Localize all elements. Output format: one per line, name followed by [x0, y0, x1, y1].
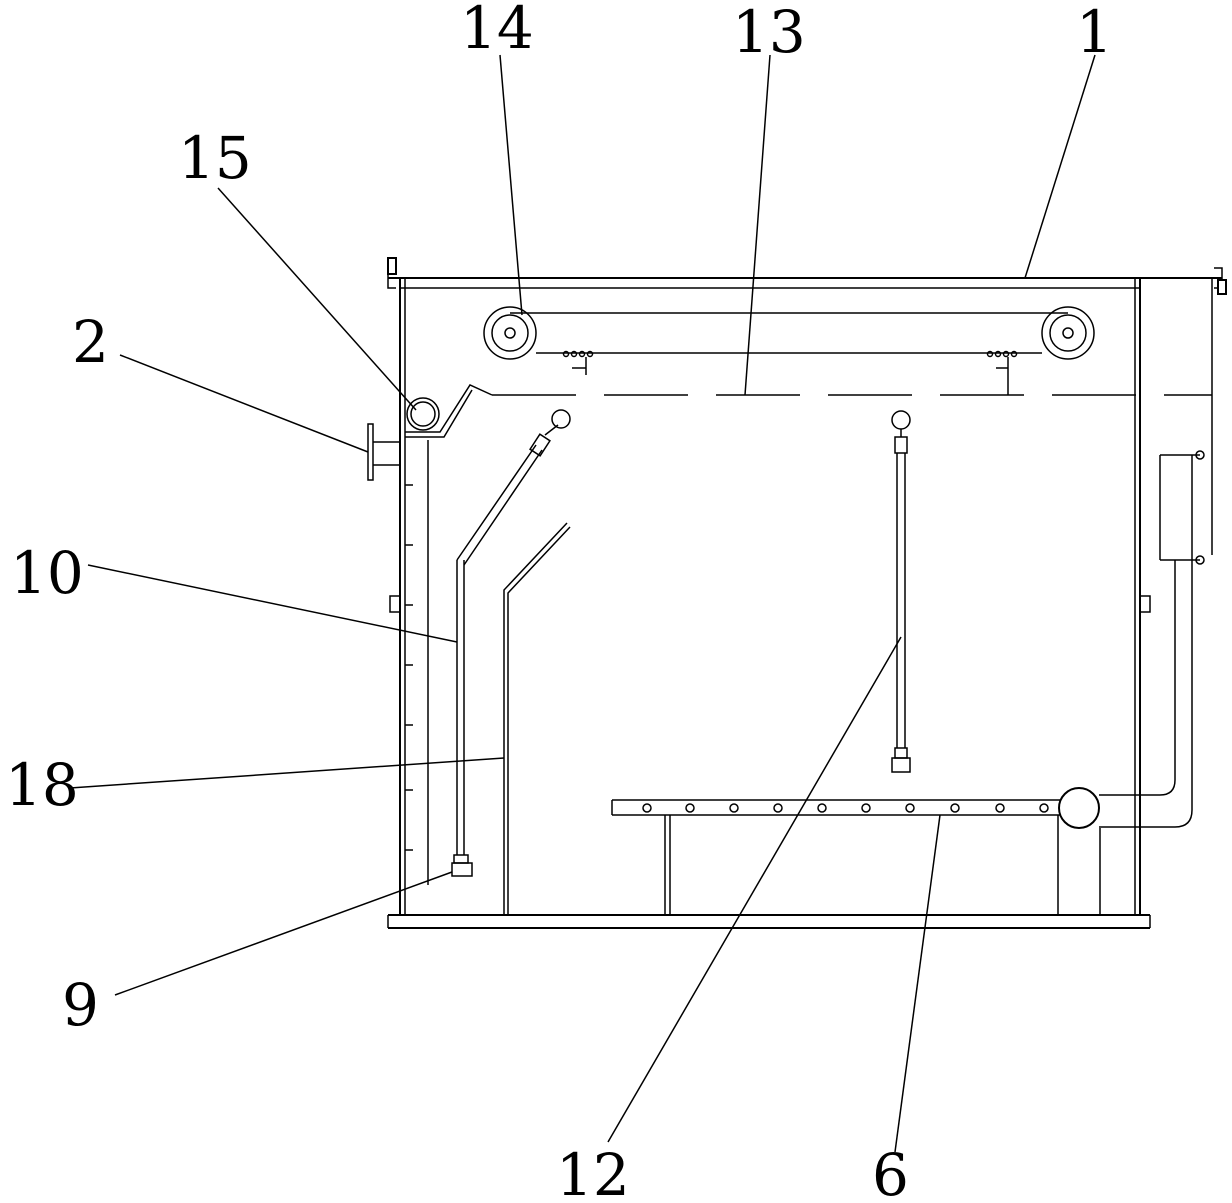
callout-13: 13 [732, 0, 806, 66]
inlet-pipe [367, 423, 400, 481]
distribution-pipe [611, 799, 1101, 915]
callout-1: 1 [1076, 0, 1113, 66]
callout-6: 6 [872, 1141, 909, 1203]
float-pipe [451, 409, 571, 877]
leader-lines [69, 54, 1096, 1153]
slag-collector [405, 384, 493, 438]
scraper-conveyor [483, 306, 1095, 395]
callout-14: 14 [460, 0, 534, 62]
riser-pipe [1058, 450, 1205, 829]
left-channel [405, 440, 429, 885]
level-rod [891, 410, 911, 773]
callout-9: 9 [62, 971, 99, 1039]
callout-18: 18 [5, 751, 79, 819]
callout-12: 12 [556, 1141, 630, 1203]
callout-10: 10 [10, 539, 84, 607]
callout-15: 15 [178, 124, 252, 192]
baffle-plate [503, 522, 571, 915]
callout-2: 2 [72, 308, 109, 376]
callout-labels: 1 13 14 15 2 10 18 9 12 6 [5, 0, 1113, 1203]
tank-body [387, 257, 1227, 929]
